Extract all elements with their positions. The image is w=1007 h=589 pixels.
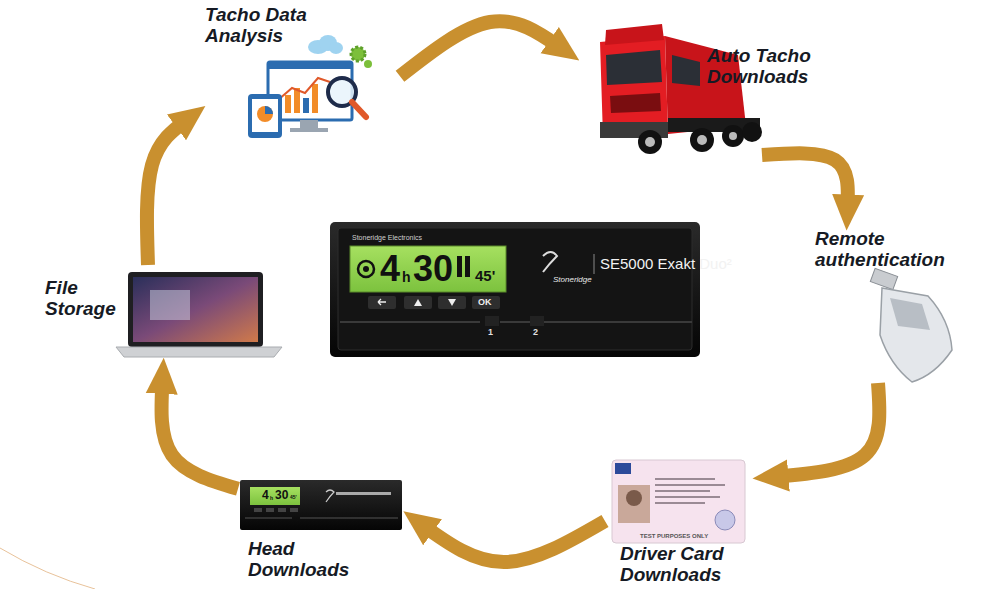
truck-illustration [600,24,762,154]
device-text: SE5000 Exakt Duo² [600,256,732,271]
step-node: Tacho Data Analysis [200,2,400,137]
step-label: Head Downloads [248,538,360,580]
device-text: 1 [488,328,493,337]
cycle-arrow [147,119,188,265]
device-text: Stoneridge [553,276,592,284]
step-label: Remote authentication [815,228,980,270]
device-text: 4 [380,251,400,287]
device-text: h [270,496,273,501]
cycle-arrow [421,521,605,562]
device-text: OK [478,298,492,307]
step-node: Remote authentication [810,228,980,383]
device-text: 30 [413,251,453,287]
card-reader-illustration [870,268,952,382]
device-text: 45' [475,268,495,283]
cycle-arrow [762,153,848,208]
step-label: Driver Card Downloads [620,543,750,585]
tachograph-illustration [330,222,700,357]
device-text: TEST PURPOSES ONLY [640,533,708,539]
device-text: h [402,270,411,284]
step-label: File Storage [45,277,127,319]
step-node: File Storage [40,265,280,360]
cycle-arrow [774,383,879,477]
cycle-arrow [161,380,238,489]
device-text: 2 [533,328,538,337]
cycle-arrow [400,21,561,76]
analysis-illustration [248,35,372,138]
head-device-illustration [240,480,402,530]
step-node: Auto Tacho Downloads [580,25,840,155]
laptop-illustration [116,272,282,357]
step-label: Tacho Data Analysis [205,4,323,46]
driver-card-illustration [612,460,745,543]
device-text: 4 [262,489,269,501]
device-text: 30 [275,489,288,501]
step-label: Auto Tacho Downloads [707,45,835,87]
corner-curve [0,548,95,589]
device-text: 45' [290,495,297,500]
device-text: Stoneridge Electronics [352,234,422,241]
step-node: Driver Card Downloads [605,455,755,587]
